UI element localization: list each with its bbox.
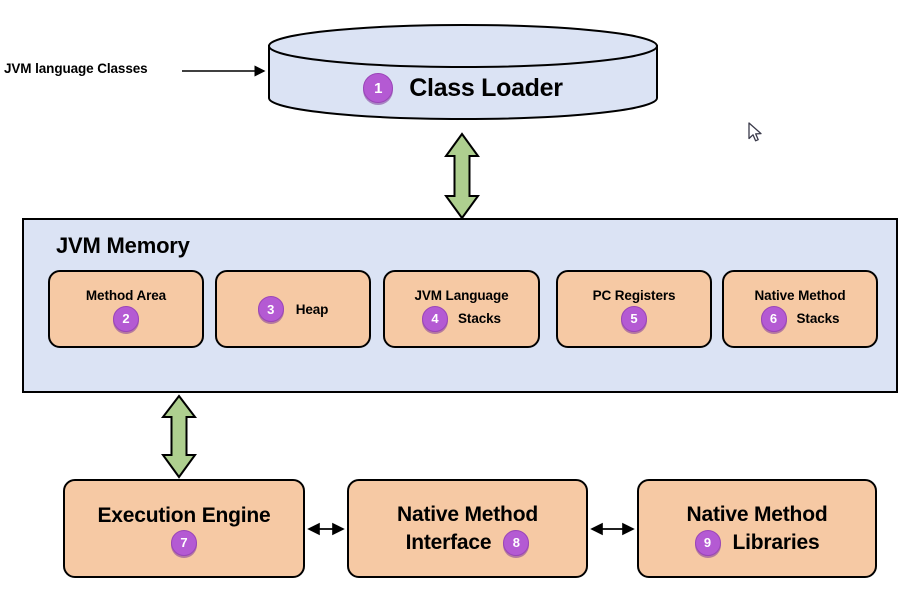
memory-box-pc-registers[interactable]: PC Registers 5 bbox=[556, 270, 712, 348]
memory-box-jvm-language-stacks[interactable]: JVM Language 4 Stacks bbox=[383, 270, 540, 348]
badge-5: 5 bbox=[621, 305, 647, 332]
jvm-language-stacks-label-line2: Stacks bbox=[458, 311, 501, 326]
class-loader-label: Class Loader bbox=[409, 73, 563, 102]
method-area-label: Method Area bbox=[85, 287, 167, 303]
execution-engine-label: Execution Engine bbox=[97, 503, 271, 527]
badge-1: 1 bbox=[363, 73, 394, 103]
classloader-memory-arrow bbox=[444, 132, 480, 220]
native-method-interface-label-line1: Native Method bbox=[397, 502, 538, 526]
native-method-libraries-box[interactable]: Native Method 9 Libraries bbox=[637, 479, 877, 578]
badge-3: 3 bbox=[257, 296, 284, 322]
native-method-libraries-label-line2: Libraries bbox=[732, 530, 820, 554]
input-label-jvm-language-classes: JVM language Classes bbox=[4, 61, 148, 76]
native-method-interface-box[interactable]: Native Method Interface 8 bbox=[347, 479, 588, 578]
native-method-libraries-label-line1: Native Method bbox=[686, 502, 828, 526]
badge-4: 4 bbox=[422, 305, 449, 332]
memory-execution-arrow bbox=[160, 394, 198, 479]
class-loader-cylinder[interactable]: 1 Class Loader bbox=[268, 24, 658, 120]
native-method-stacks-label-line1: Native Method bbox=[754, 287, 846, 303]
badge-7: 7 bbox=[171, 529, 197, 556]
jvm-language-stacks-label-line1: JVM Language bbox=[414, 287, 509, 303]
pc-registers-label: PC Registers bbox=[592, 287, 676, 303]
badge-9: 9 bbox=[694, 529, 721, 556]
badge-2: 2 bbox=[112, 305, 139, 332]
jvm-memory-title: JVM Memory bbox=[56, 233, 190, 258]
badge-6: 6 bbox=[760, 305, 787, 332]
native-method-stacks-label-line2: Stacks bbox=[796, 311, 840, 326]
native-method-interface-label-line2: Interface bbox=[405, 530, 492, 554]
memory-box-native-method-stacks[interactable]: Native Method 6 Stacks bbox=[722, 270, 878, 348]
badge-8: 8 bbox=[503, 529, 530, 556]
cylinder-shape bbox=[268, 24, 658, 120]
memory-box-heap[interactable]: 3 Heap bbox=[215, 270, 371, 348]
memory-box-method-area[interactable]: Method Area 2 bbox=[48, 270, 204, 348]
mouse-cursor-icon bbox=[748, 122, 762, 142]
heap-label: Heap bbox=[295, 301, 329, 317]
execution-engine-box[interactable]: Execution Engine 7 bbox=[63, 479, 305, 578]
